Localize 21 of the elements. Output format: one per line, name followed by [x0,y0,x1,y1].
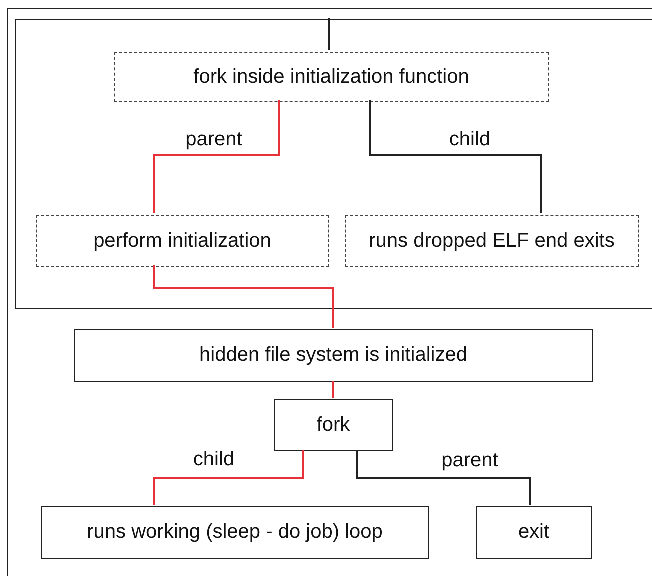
node-label: perform initialization [94,230,272,252]
connector-line [356,450,531,505]
node-label: exit [518,521,550,544]
connector-line [153,265,334,328]
connector-line [328,18,330,50]
node-label: runs working (sleep - do job) loop [87,521,383,544]
node-label: fork inside initialization function [194,66,470,88]
node-label: runs dropped ELF end exits [369,230,615,252]
process-box [114,52,549,102]
process-box [345,215,639,267]
process-box [41,506,429,559]
node-label: hidden file system is initialized [200,344,468,367]
process-box [36,215,329,267]
node-label: fork [316,414,350,436]
connector-line [153,100,280,213]
connector-line [332,381,334,398]
process-box [476,506,592,559]
process-box [274,399,393,451]
connector-line [153,450,304,505]
process-box [74,329,593,382]
connector-line [369,100,542,213]
